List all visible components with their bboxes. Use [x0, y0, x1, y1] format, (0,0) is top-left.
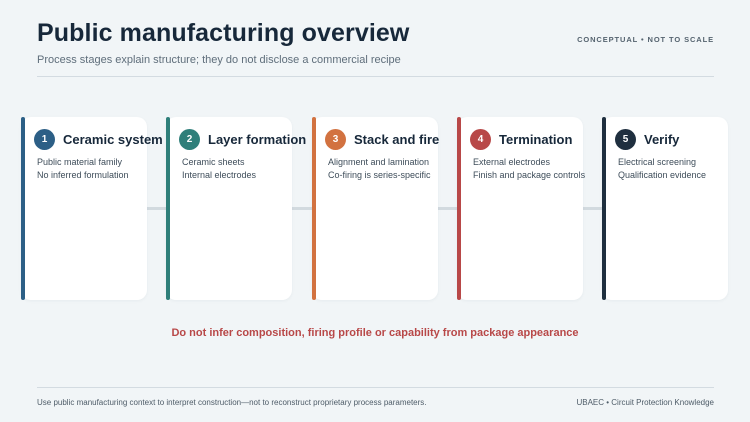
stage-detail: Finish and package controls	[473, 170, 586, 180]
stage-card-ceramic-system: 1 Ceramic system Public material family …	[21, 117, 163, 300]
page-title: Public manufacturing overview	[37, 19, 410, 47]
stage-connector	[437, 207, 459, 210]
stage-number-badge: 2	[179, 129, 200, 150]
stage-detail: Alignment and lamination	[328, 157, 430, 167]
stage-card-layer-formation: 2 Layer formation Ceramic sheets Interna…	[166, 117, 306, 300]
stage-card-termination: 4 Termination External electrodes Finish…	[457, 117, 586, 300]
stage-title: Ceramic system	[63, 132, 163, 147]
stage-detail: External electrodes	[473, 157, 551, 167]
stage-detail: Electrical screening	[618, 157, 697, 167]
stage-detail: Co-firing is series-specific	[328, 170, 431, 180]
stage-detail: Qualification evidence	[618, 170, 707, 180]
stage-accent-bar	[312, 117, 316, 300]
stage-detail: No inferred formulation	[37, 170, 129, 180]
stage-accent-bar	[602, 117, 606, 300]
page-subtitle: Process stages explain structure; they d…	[37, 54, 401, 66]
warning-note: Do not infer composition, firing profile…	[171, 327, 579, 339]
stage-accent-bar	[166, 117, 170, 300]
stage-number-badge: 5	[615, 129, 636, 150]
footer-note: Use public manufacturing context to inte…	[37, 398, 427, 407]
stage-title: Termination	[499, 132, 573, 147]
stage-connector	[583, 207, 605, 210]
stage-connector	[147, 207, 169, 210]
stage-card-stack-and-fire: 3 Stack and fire Alignment and laminatio…	[312, 117, 440, 300]
stage-number-badge: 1	[34, 129, 55, 150]
stage-number-badge: 3	[325, 129, 346, 150]
stage-detail: Internal electrodes	[182, 170, 257, 180]
stage-title: Verify	[644, 132, 680, 147]
stage-accent-bar	[21, 117, 25, 300]
stage-title: Stack and fire	[354, 132, 440, 147]
stage-accent-bar	[457, 117, 461, 300]
scale-tag: CONCEPTUAL • NOT TO SCALE	[577, 35, 714, 44]
stage-title: Layer formation	[208, 132, 307, 147]
footer-brand: UBAEC • Circuit Protection Knowledge	[576, 398, 714, 407]
stage-connector	[292, 207, 314, 210]
stage-detail: Public material family	[37, 157, 123, 167]
stage-card-verify: 5 Verify Electrical screening Qualificat…	[602, 117, 728, 300]
footer-divider	[37, 387, 714, 388]
header-divider	[37, 76, 714, 77]
stage-detail: Ceramic sheets	[182, 157, 245, 167]
stage-number-badge: 4	[470, 129, 491, 150]
